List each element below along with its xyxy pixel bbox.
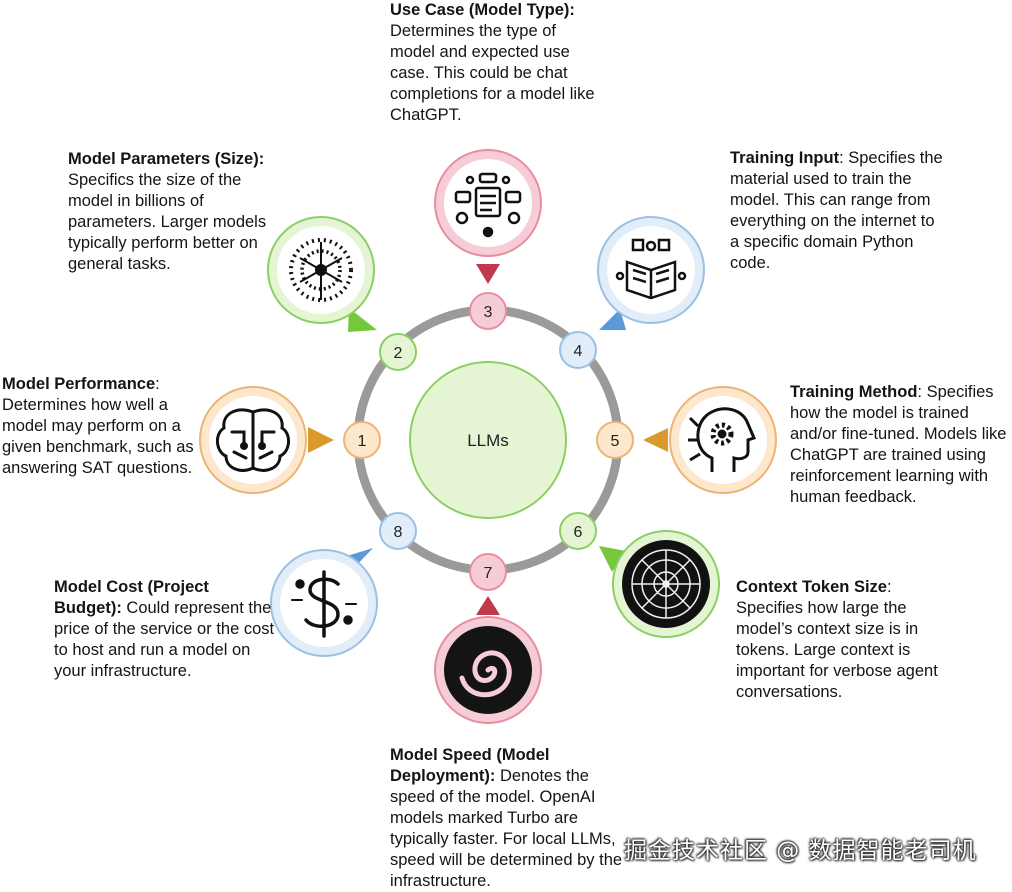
ring-node-1-num: 1 <box>358 433 367 450</box>
ring-node-4-num: 4 <box>574 343 583 360</box>
brain-circuit-icon <box>216 408 290 472</box>
ring-node-2: 2 <box>379 333 417 371</box>
dollar-circuit-icon <box>291 570 357 638</box>
pointer-4 <box>599 309 626 330</box>
desc-usecase-body: Determines the type of model and expecte… <box>390 22 595 124</box>
icon-node-3 <box>434 149 542 257</box>
desc-speed-body: Denotes the speed of the model. OpenAI m… <box>390 767 623 890</box>
ring-node-8-num: 8 <box>394 524 403 541</box>
ring-node-3: 3 <box>469 292 507 330</box>
ring-node-5: 5 <box>596 421 634 459</box>
icon-node-5 <box>669 386 777 494</box>
spiral-swirl-icon <box>459 650 512 698</box>
desc-params: Model Parameters (Size): Specifics the s… <box>68 149 278 275</box>
pointer-2 <box>348 308 377 332</box>
desc-method: Training Method: Specifies how the model… <box>790 382 1012 508</box>
desc-perf-title: Model Performance <box>2 375 156 393</box>
icon-node-6 <box>612 530 720 638</box>
desc-params-title: Model Parameters (Size): <box>68 150 265 168</box>
ring-node-2-num: 2 <box>394 345 403 362</box>
ring-node-7-num: 7 <box>484 565 493 582</box>
pointer-7 <box>476 596 500 615</box>
ring-node-6-num: 6 <box>574 524 583 541</box>
pointer-5 <box>643 428 668 452</box>
desc-usecase-title: Use Case (Model Type): <box>390 1 575 19</box>
ring-node-3-num: 3 <box>484 304 493 321</box>
open-book-icon <box>615 238 687 300</box>
pointer-3 <box>476 264 500 284</box>
neural-tree-icon <box>289 238 353 302</box>
token-network-icon <box>631 549 701 619</box>
desc-cost: Model Cost (Project Budget): Could repre… <box>54 577 279 682</box>
pointer-6 <box>599 546 626 572</box>
desc-cost-title: Model Cost (Project Budget): <box>54 578 209 617</box>
ring-node-6: 6 <box>559 512 597 550</box>
desc-speed-title: Model Speed (Model Deployment): <box>390 746 550 785</box>
icon-node-2 <box>267 216 375 324</box>
watermark: 掘金技术社区 @ 数据智能老司机 <box>624 838 977 864</box>
icon-node-7 <box>434 616 542 724</box>
desc-input: Training Input: Specifies the material u… <box>730 148 945 274</box>
ring-node-5-num: 5 <box>611 433 620 450</box>
desc-context-body: : Specifies how large the model’s contex… <box>736 578 938 701</box>
desc-context-title: Context Token Size <box>736 578 887 596</box>
icon-node-8 <box>270 549 378 657</box>
desc-input-title: Training Input <box>730 149 840 167</box>
desc-usecase: Use Case (Model Type): Determines the ty… <box>390 0 595 126</box>
ring-node-8: 8 <box>379 512 417 550</box>
ring-node-7: 7 <box>469 553 507 591</box>
desc-input-body: : Specifies the material used to train t… <box>730 149 943 272</box>
chat-interface-icon <box>454 172 522 238</box>
icon-node-4 <box>597 216 705 324</box>
desc-context: Context Token Size: Specifies how large … <box>736 577 962 703</box>
center-circle <box>409 361 567 519</box>
ai-head-gear-icon <box>688 407 757 472</box>
center-label: LLMs <box>467 431 509 450</box>
desc-cost-body: Could represent the price of the service… <box>54 599 275 680</box>
desc-speed: Model Speed (Model Deployment): Denotes … <box>390 745 630 892</box>
desc-params-body: Specifics the size of the model in billi… <box>68 171 267 273</box>
desc-perf: Model Performance: Determines how well a… <box>2 374 202 479</box>
icon-node-1 <box>199 386 307 494</box>
desc-method-title: Training Method <box>790 383 918 401</box>
ring-node-1: 1 <box>343 421 381 459</box>
desc-method-body: : Specifies how the model is trained and… <box>790 383 1007 506</box>
desc-perf-body: : Determines how well a model may perfor… <box>2 375 194 477</box>
pointer-1 <box>308 427 334 453</box>
ring-node-4: 4 <box>559 331 597 369</box>
